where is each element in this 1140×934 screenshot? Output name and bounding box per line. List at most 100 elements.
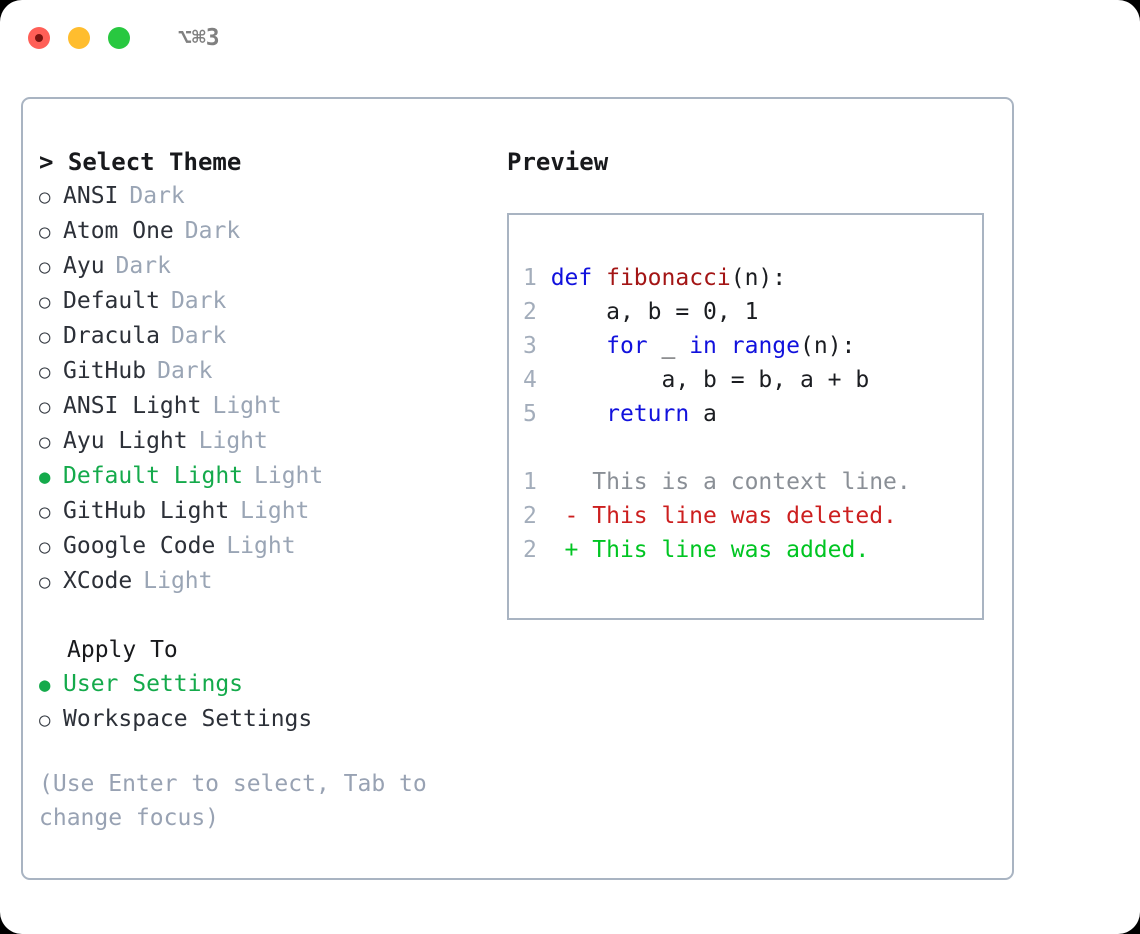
radio-unselected-icon: ○ (39, 431, 51, 453)
radio-selected-icon: ● (39, 466, 51, 488)
radio-selected-icon: ● (39, 674, 51, 696)
apply-to-option-label: User Settings (63, 671, 244, 697)
theme-variant-tag: Light (240, 498, 310, 524)
diff-marker (565, 469, 579, 495)
radio-unselected-icon: ○ (39, 326, 51, 348)
title-bar: ⌥⌘3 (0, 0, 1140, 76)
radio-unselected-icon: ○ (39, 396, 51, 418)
theme-variant-tag: Light (212, 393, 282, 419)
theme-option-label: ANSI Light (63, 393, 202, 419)
code-token (551, 333, 606, 359)
theme-option-label: GitHub Light (63, 498, 230, 524)
radio-unselected-icon: ○ (39, 186, 51, 208)
theme-option-item[interactable]: ○ GitHub Light Light (39, 494, 493, 529)
diff-marker: + (564, 537, 579, 563)
theme-variant-tag: Dark (115, 253, 171, 279)
code-token: _ (647, 333, 690, 359)
diff-marker: - (564, 503, 579, 529)
radio-unselected-icon: ○ (39, 571, 51, 593)
theme-option-item[interactable]: ○ Ayu Dark (39, 249, 493, 284)
radio-unselected-icon: ○ (39, 501, 51, 523)
code-token: fibonacci (606, 265, 731, 291)
theme-option-item[interactable]: ○ Google Code Light (39, 529, 493, 564)
theme-option-label: Ayu Light (63, 428, 188, 454)
theme-option-label: Atom One (63, 218, 174, 244)
code-diff-spacer (523, 431, 982, 465)
theme-option-label: Ayu (63, 253, 105, 279)
line-number: 5 (523, 401, 551, 427)
line-number: 2 (523, 299, 551, 325)
theme-variant-tag: Light (143, 568, 213, 594)
preview-column: Preview 1 def fibonacci(n):2 a, b = 0, 1… (493, 145, 1012, 878)
theme-option-label: GitHub (63, 358, 147, 384)
code-token: a (689, 401, 717, 427)
code-line: 1 def fibonacci(n): (523, 261, 982, 295)
theme-option-item[interactable]: ○ Dracula Dark (39, 319, 493, 354)
minimize-window-icon[interactable] (68, 27, 90, 49)
keyboard-hint-text: (Use Enter to select, Tab to change focu… (39, 771, 427, 831)
window-controls (28, 27, 130, 49)
theme-variant-tag: Dark (157, 358, 213, 384)
code-token: (n): (800, 333, 856, 359)
theme-option-label: XCode (63, 568, 133, 594)
code-line: 4 a, b = b, a + b (523, 363, 982, 397)
code-token: in (689, 333, 717, 359)
theme-variant-tag: Dark (170, 323, 227, 349)
line-number: 3 (523, 333, 551, 359)
line-number: 1 (523, 265, 551, 291)
code-token: (n): (730, 265, 787, 291)
diff-text: This line was deleted. (578, 503, 897, 529)
code-line: 2 a, b = 0, 1 (523, 295, 982, 329)
theme-option-label: ANSI (63, 183, 119, 209)
theme-variant-tag: Light (254, 463, 324, 489)
diff-line: 1 This is a context line. (523, 465, 982, 499)
diff-text: This line was added. (578, 537, 870, 563)
code-token: def (550, 265, 593, 291)
theme-option-item[interactable]: ○ GitHub Dark (39, 354, 493, 389)
theme-option-item[interactable]: ○ XCode Light (39, 564, 493, 599)
theme-option-item[interactable]: ○ ANSI Dark (39, 179, 493, 214)
code-token: range (730, 333, 800, 359)
select-theme-heading: > Select Theme (39, 148, 242, 176)
theme-option-item[interactable]: ○ ANSI Light Light (39, 389, 493, 424)
code-token (717, 333, 731, 359)
theme-option-label: Dracula (63, 323, 160, 349)
keyboard-shortcut-label: ⌥⌘3 (178, 25, 220, 51)
theme-variant-tag: Dark (170, 288, 227, 314)
radio-unselected-icon: ○ (39, 536, 51, 558)
line-number: 2 (523, 503, 565, 529)
code-token: return (606, 401, 690, 427)
radio-unselected-icon: ○ (39, 221, 51, 243)
diff-text: This is a context line. (578, 469, 911, 495)
theme-variant-tag: Light (226, 533, 296, 559)
line-number: 4 (523, 367, 551, 393)
code-line: 5 return a (523, 397, 982, 431)
diff-sample: 1 This is a context line. 2 - This line w… (523, 465, 982, 567)
maximize-window-icon[interactable] (108, 27, 130, 49)
theme-option-label: Google Code (63, 533, 216, 559)
apply-to-option-list[interactable]: ● User Settings ○Workspace Settings (39, 667, 493, 737)
code-token (592, 265, 606, 291)
radio-unselected-icon: ○ (39, 256, 51, 278)
apply-to-option-item[interactable]: ○Workspace Settings (39, 702, 493, 737)
theme-variant-tag: Dark (129, 183, 185, 209)
theme-option-item[interactable]: ○ Atom One Dark (39, 214, 493, 249)
close-window-icon[interactable] (28, 27, 50, 49)
radio-unselected-icon: ○ (39, 361, 51, 383)
list-spacer (39, 599, 493, 633)
code-token (551, 401, 606, 427)
code-token: for (606, 333, 648, 359)
theme-option-label: Default (63, 288, 160, 314)
diff-line: 2 + This line was added. (523, 533, 982, 567)
theme-variant-tag: Dark (184, 218, 241, 244)
apply-to-option-item[interactable]: ● User Settings (39, 667, 493, 702)
